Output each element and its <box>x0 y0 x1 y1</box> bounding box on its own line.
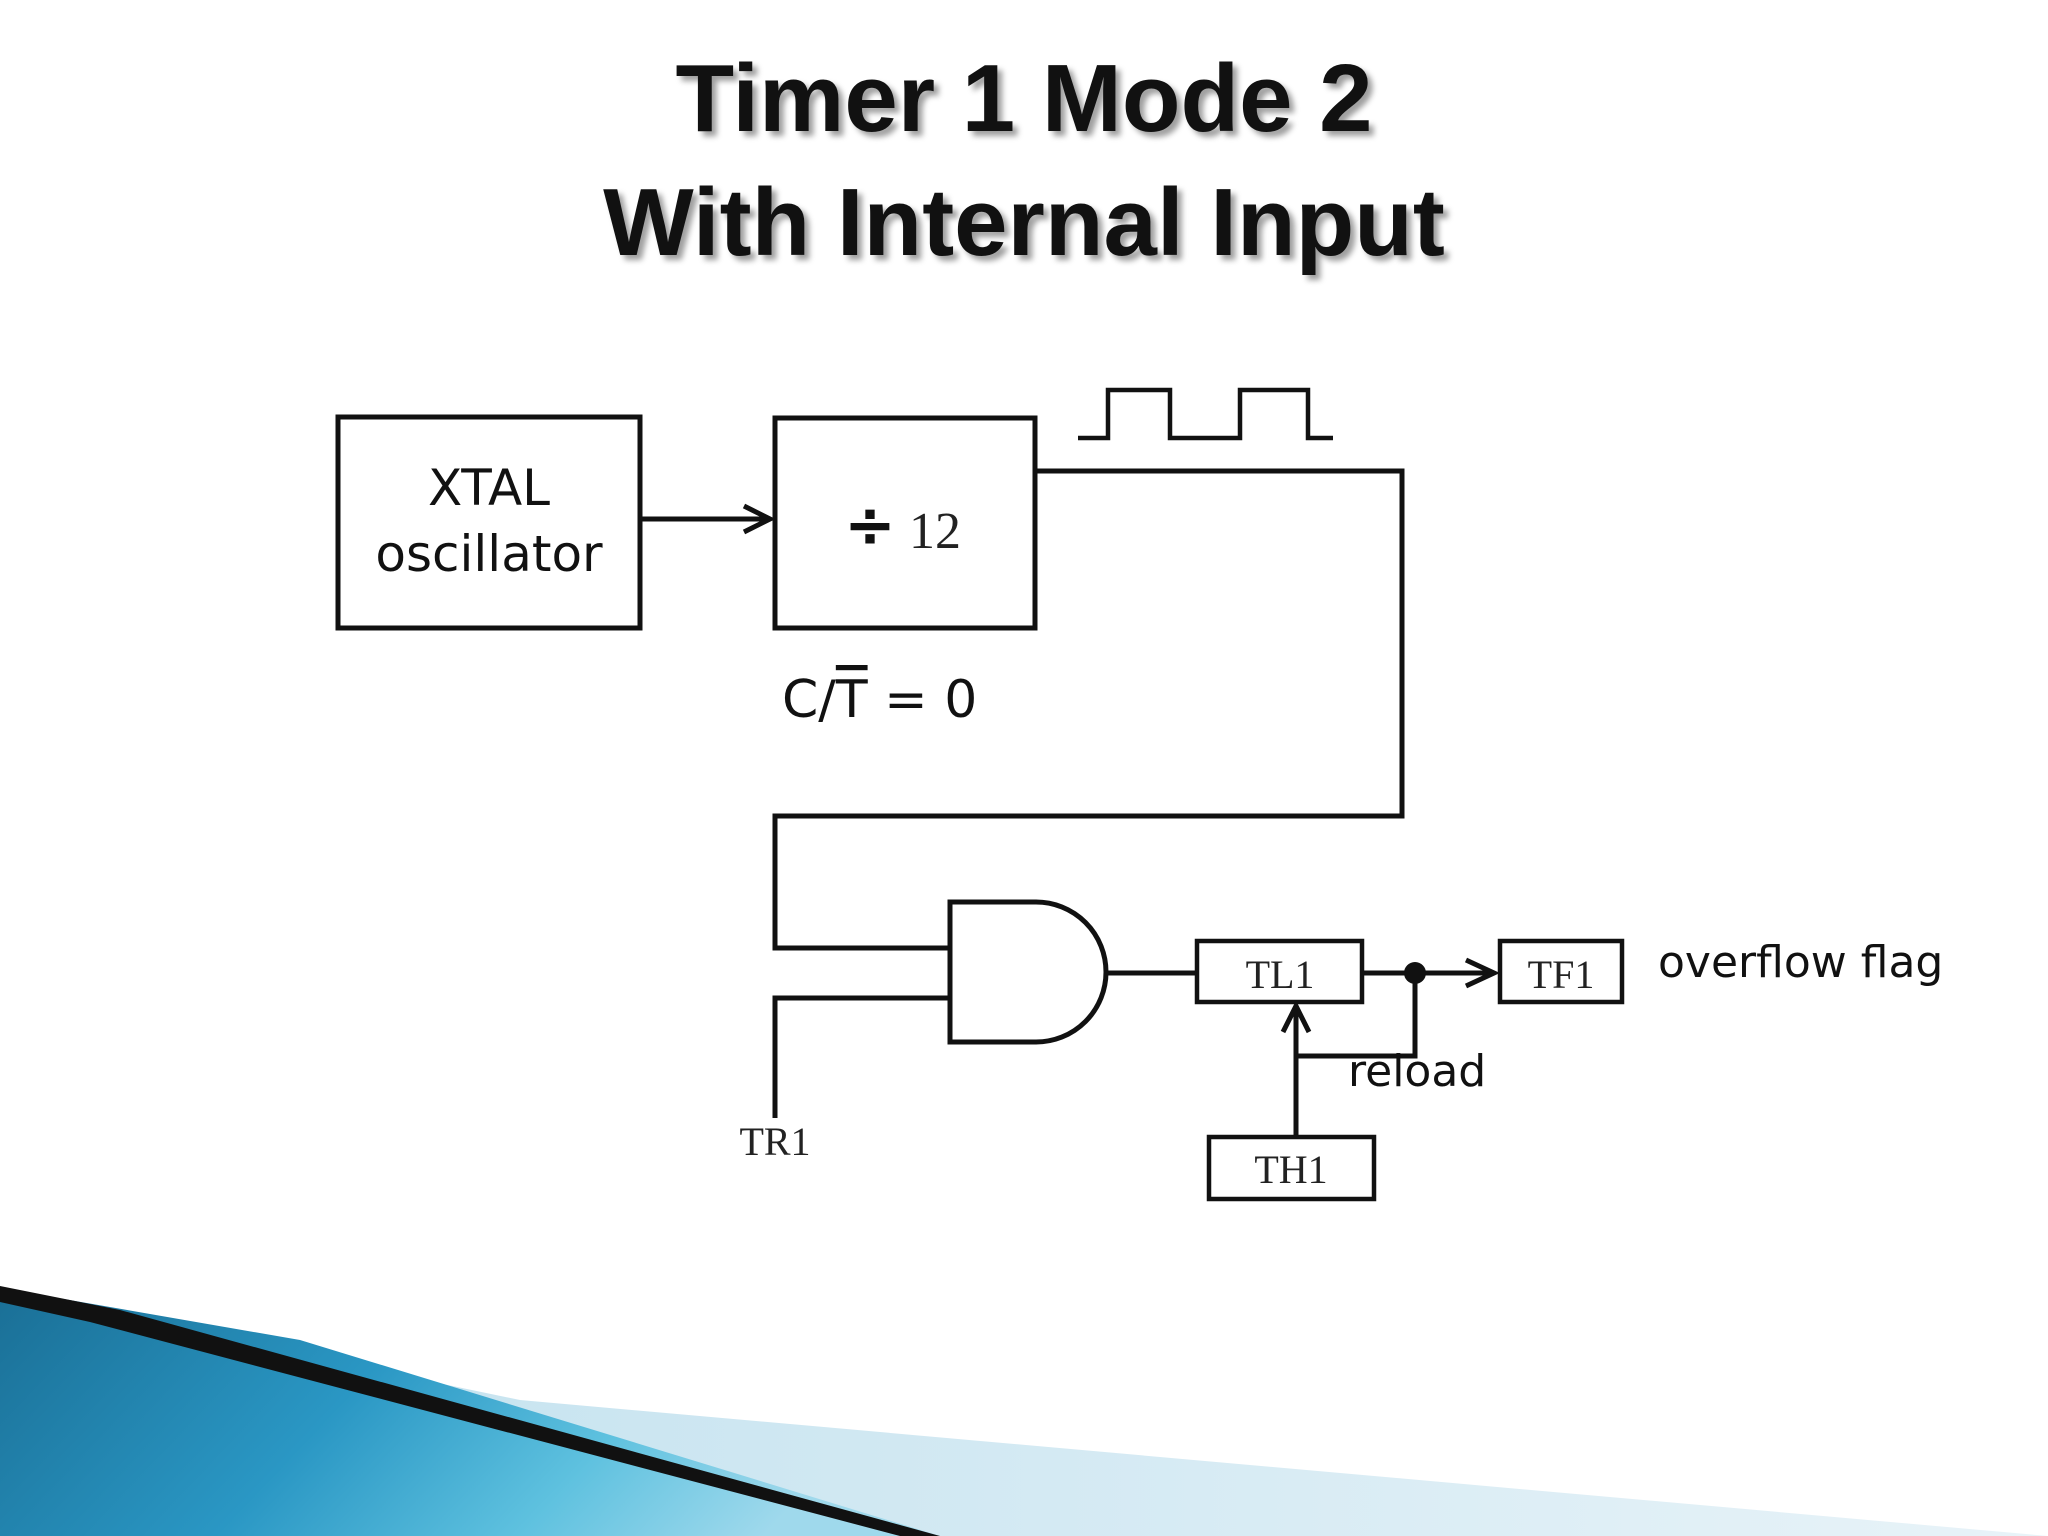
title-line-1: Timer 1 Mode 2 <box>675 45 1373 152</box>
clock-waveform <box>1078 387 1333 441</box>
tr1-label: TR1 <box>739 1119 810 1164</box>
tf1-label: TF1 <box>1528 952 1595 997</box>
clock-wire <box>772 468 1405 951</box>
tr1-wire <box>772 995 950 1118</box>
arrow-head-icon <box>742 503 776 535</box>
overflow-flag-label: overflow flag <box>1658 937 1943 988</box>
th1-label: TH1 <box>1254 1147 1327 1192</box>
ct-label: C/T = 0 <box>782 670 977 730</box>
ct-suffix: = 0 <box>868 670 978 730</box>
and-gate <box>947 899 1109 1045</box>
divide-symbol: ÷ <box>844 488 896 561</box>
ct-prefix: C/ <box>782 670 836 730</box>
junction-dot <box>1404 962 1426 984</box>
xtal-label-line2: oscillator <box>375 525 603 583</box>
arrow-head-icon <box>1280 1000 1312 1034</box>
th1-box <box>1206 1134 1377 1202</box>
title-line-2: With Internal Input <box>603 169 1445 276</box>
reload-loop-wire <box>1296 973 1418 1059</box>
xtal-label-line1: XTAL <box>428 459 550 517</box>
xtal-oscillator-box <box>335 414 643 631</box>
divider-value: 12 <box>909 503 961 560</box>
tf1-box <box>1497 938 1625 1005</box>
ct-bar: T <box>835 670 868 730</box>
divider-box <box>772 415 1038 631</box>
arrow-head-icon <box>1464 957 1500 989</box>
corner-decoration <box>0 1286 2048 1536</box>
reload-label: reload <box>1348 1046 1486 1097</box>
tl1-label: TL1 <box>1246 952 1315 997</box>
